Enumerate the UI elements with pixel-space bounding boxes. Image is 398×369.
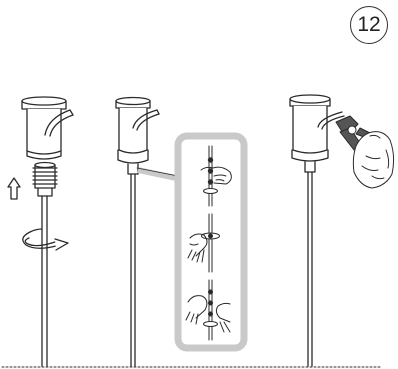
lamp-cap [289, 94, 345, 162]
rod-collar [127, 163, 139, 175]
threaded-socket [32, 161, 58, 197]
inset-step-3 [185, 279, 231, 341]
up-arrow-icon [7, 177, 21, 200]
panel-strip-and-fit-ring [115, 96, 248, 367]
inset-step-1 [200, 145, 232, 207]
step-number: 12 [357, 13, 381, 36]
inset-step-2 [187, 213, 220, 273]
inset-frame [174, 132, 248, 352]
panel-cut-cable-with-pliers [289, 94, 395, 367]
panel-unscrew-lampholder [7, 96, 74, 367]
suspension-rod [307, 171, 313, 367]
suspension-rod [130, 173, 136, 367]
rotate-arrow-icon [22, 228, 69, 251]
rod-collar [304, 161, 316, 173]
lamp-cap [115, 96, 160, 164]
suspension-rod [41, 195, 48, 367]
lamp-cap [21, 96, 74, 160]
hand-icon [352, 131, 395, 189]
step-number-badge: 12 [350, 6, 388, 44]
